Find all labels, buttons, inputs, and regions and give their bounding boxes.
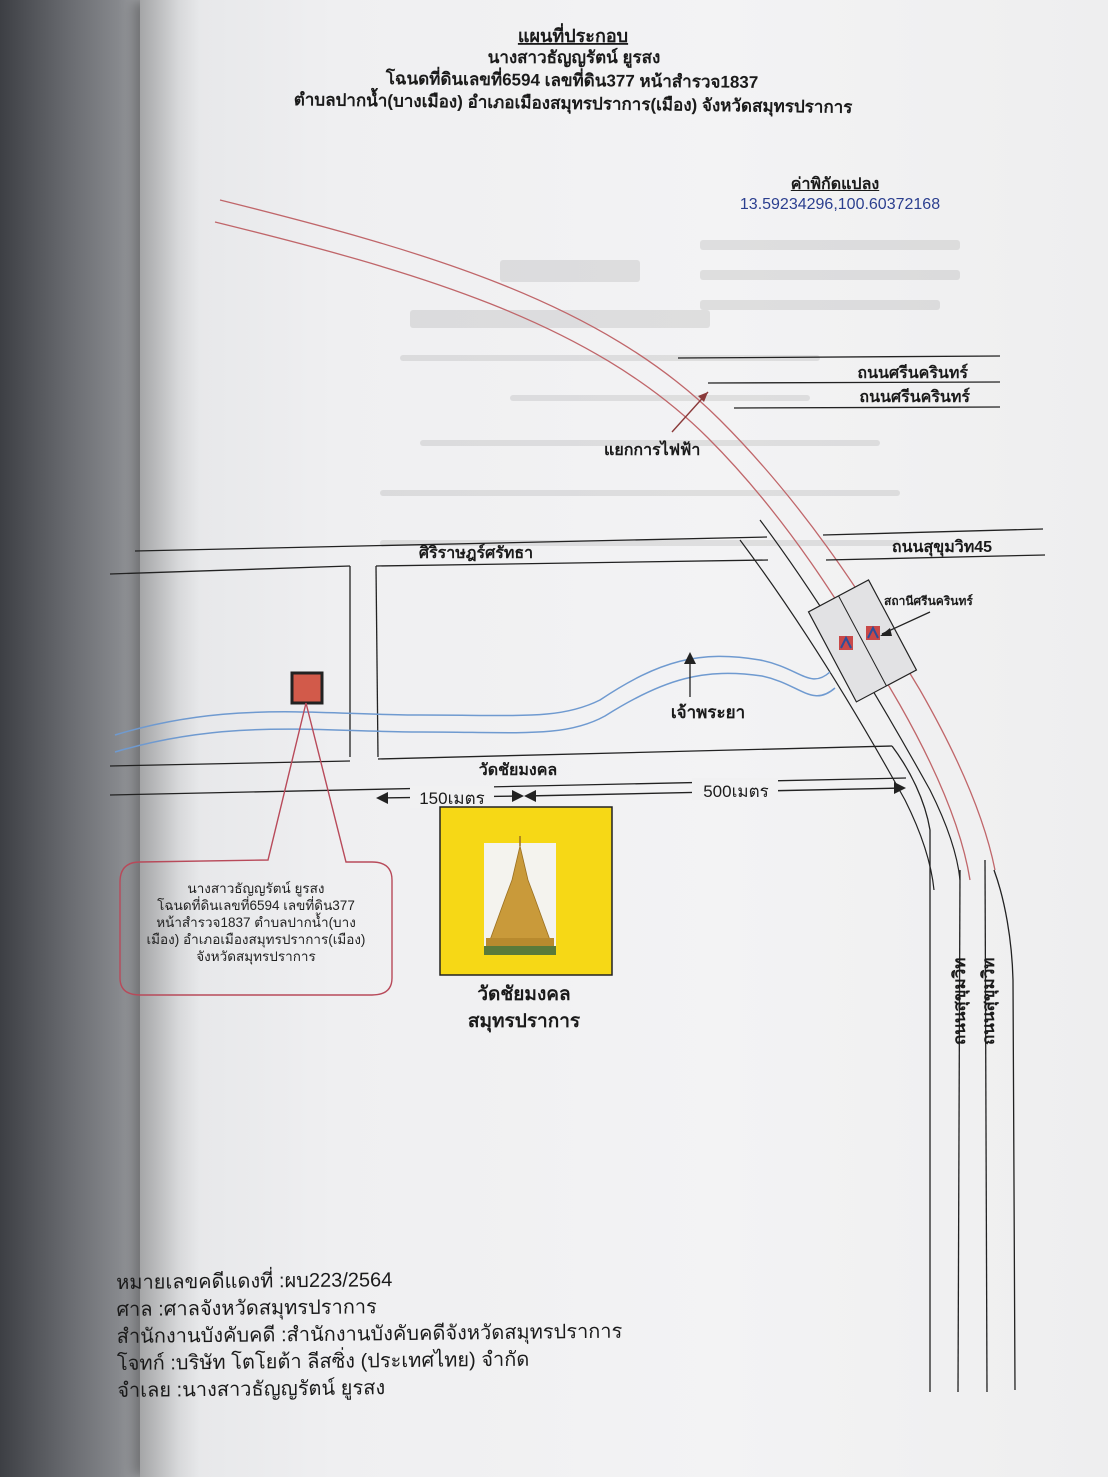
srinakarin-label-1: ถนนศรีนครินทร์ <box>857 363 968 382</box>
plot-marker <box>290 671 324 705</box>
junction-label: แยกการไฟฟ้า <box>604 440 700 459</box>
river <box>114 655 836 753</box>
owner-name: นางสาวธัญญรัตน์ ยูรสง <box>488 47 661 69</box>
callout-line-4: เมือง) อำเภอเมืองสมุทรปราการ(เมือง) <box>146 932 366 947</box>
temple-card <box>439 806 613 976</box>
sirirat-road <box>109 536 769 758</box>
srinakarin-roads <box>677 355 1001 409</box>
station-block <box>807 579 918 703</box>
callout-line-1: นางสาวธัญญรัตน์ ยูรสง <box>187 881 325 896</box>
map-heading: แผนที่ประกอบ <box>518 23 628 46</box>
distance-500-label: 500เมตร <box>703 782 769 801</box>
sukhumvit-label-b: ถนนสุขุมวิท <box>979 958 999 1046</box>
callout-line-3: หน้าสำรวจ1837 ตำบลปากน้ำ(บาง <box>156 915 356 930</box>
deed-line: โฉนดที่ดินเลขที่6594 เลขที่ดิน377 หน้าสำ… <box>385 66 759 92</box>
station-label: สถานีศรีนครินทร์ <box>884 594 973 608</box>
rail-line <box>214 199 996 881</box>
callout-line-2: โฉนดที่ดินเลขที่6594 เลขที่ดิน377 <box>157 898 355 913</box>
coordinates-title: ค่าพิกัดแปลง <box>790 176 880 193</box>
sirirat-label: ศิริราษฎร์ศรัทธา <box>419 543 533 562</box>
river-label: เจ้าพระยา <box>671 703 745 722</box>
case-info: หมายเลขคดีแดงที่ :ผบ223/2564 ศาล :ศาลจัง… <box>116 1264 737 1405</box>
callout-box <box>119 702 393 996</box>
wat-road-label: วัดชัยมงคล <box>479 761 557 779</box>
distance-150: 150เมตร <box>376 786 524 808</box>
sukhumvit-label-a: ถนนสุขุมวิท <box>950 958 970 1046</box>
distance-150-label: 150เมตร <box>419 789 485 808</box>
pagoda-icon <box>484 836 556 955</box>
header: แผนที่ประกอบ นางสาวธัญญรัตน์ ยูรสง โฉนดท… <box>294 23 854 118</box>
sukhumvit45-road <box>822 528 1046 561</box>
callout-text: นางสาวธัญญรัตน์ ยูรสง โฉนดที่ดินเลขที่65… <box>126 880 386 965</box>
station-logo-icon <box>839 625 880 650</box>
distance-500: 500เมตร <box>524 778 906 802</box>
srinakarin-label-2: ถนนศรีนครินทร์ <box>859 387 970 406</box>
show-through-text <box>380 170 1000 730</box>
location-line: ตำบลปากน้ำ(บางเมือง) อำเภอเมืองสมุทรปราก… <box>294 86 854 118</box>
sukhumvit45-label: ถนนสุขุมวิท45 <box>892 538 992 557</box>
sukhumvit-road <box>891 745 1016 1393</box>
callout-line-5: จังหวัดสมุทรปราการ <box>196 949 316 964</box>
rail-road-outline <box>739 519 961 891</box>
coordinates-value: 13.59234296,100.60372168 <box>739 196 941 213</box>
temple-name-1: วัดชัยมงคล <box>477 984 570 1005</box>
temple-name-2: สมุทรปราการ <box>468 1011 581 1033</box>
